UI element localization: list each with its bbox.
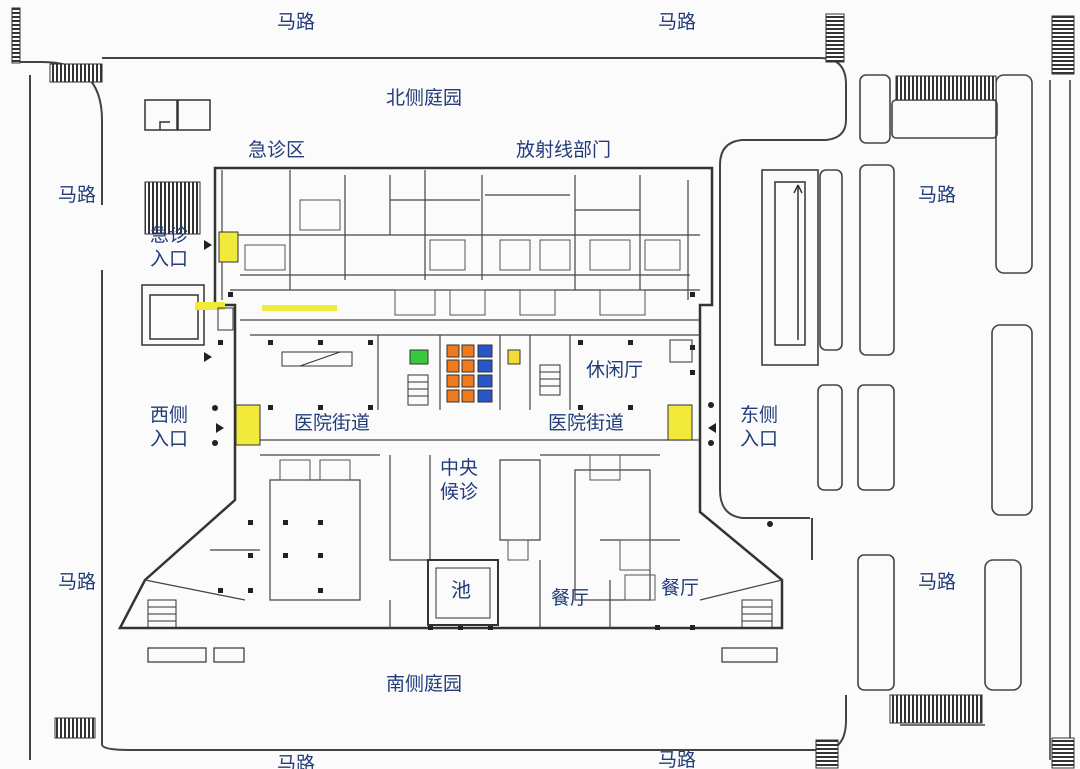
pool [427,559,499,626]
highlight-zones [195,231,693,446]
entrance-arrow-icon [204,240,773,527]
north-garden-label: 北侧庭园 [386,87,463,109]
benches [147,647,778,663]
radiology-label: 放射线部门 [516,139,612,161]
west-entrance-line1: 西侧 [150,404,189,426]
west-entrance-label: 西侧 入口 [150,403,188,452]
central-waiting-line1: 中央 [440,457,479,479]
hospital-street-label-west: 医院街道 [294,412,371,434]
drop-off-lane [761,169,819,366]
road-label-south-right: 马路 [658,749,697,769]
road-label-north-left: 马路 [277,11,316,33]
east-entrance-label: 东侧 入口 [740,403,778,452]
road-label-east-upper: 马路 [918,184,957,206]
east-entrance-line1: 东侧 [740,404,779,426]
road-label-west-lower: 马路 [58,571,97,593]
crosswalk-icon [11,7,1075,769]
emergency-entrance-line2: 入口 [150,248,189,271]
pool-label: 池 [451,578,471,602]
road-outlines [12,57,847,760]
building-outline [117,166,784,630]
west-entrance-line2: 入口 [150,428,189,451]
room-blocks [244,199,681,601]
central-waiting-label: 中央 候诊 [440,456,478,505]
restaurant-label-east: 餐厅 [661,577,700,599]
emergency-entrance-label: 急诊 入口 [150,223,188,272]
road-label-west-upper: 马路 [58,184,97,206]
columns [218,292,695,630]
elevator-icon [409,344,521,403]
restaurant-label-west: 餐厅 [551,587,590,609]
emergency-zone-label: 急诊区 [248,139,306,161]
central-waiting-line2: 候诊 [440,481,479,504]
road-label-east-lower: 马路 [918,571,957,593]
stair-icon [147,307,773,629]
road-label-south-left: 马路 [277,753,316,769]
south-garden-label: 南侧庭园 [386,673,463,695]
emergency-entrance-line1: 急诊 [150,224,189,246]
road-label-north-right: 马路 [658,11,697,33]
garage-boxes [141,99,211,346]
lounge-label: 休闲厅 [586,359,644,381]
east-blocks [817,74,1071,760]
hospital-street-label-east: 医院街道 [548,412,625,434]
building-interior [144,170,783,628]
east-entrance-line2: 入口 [740,428,779,451]
